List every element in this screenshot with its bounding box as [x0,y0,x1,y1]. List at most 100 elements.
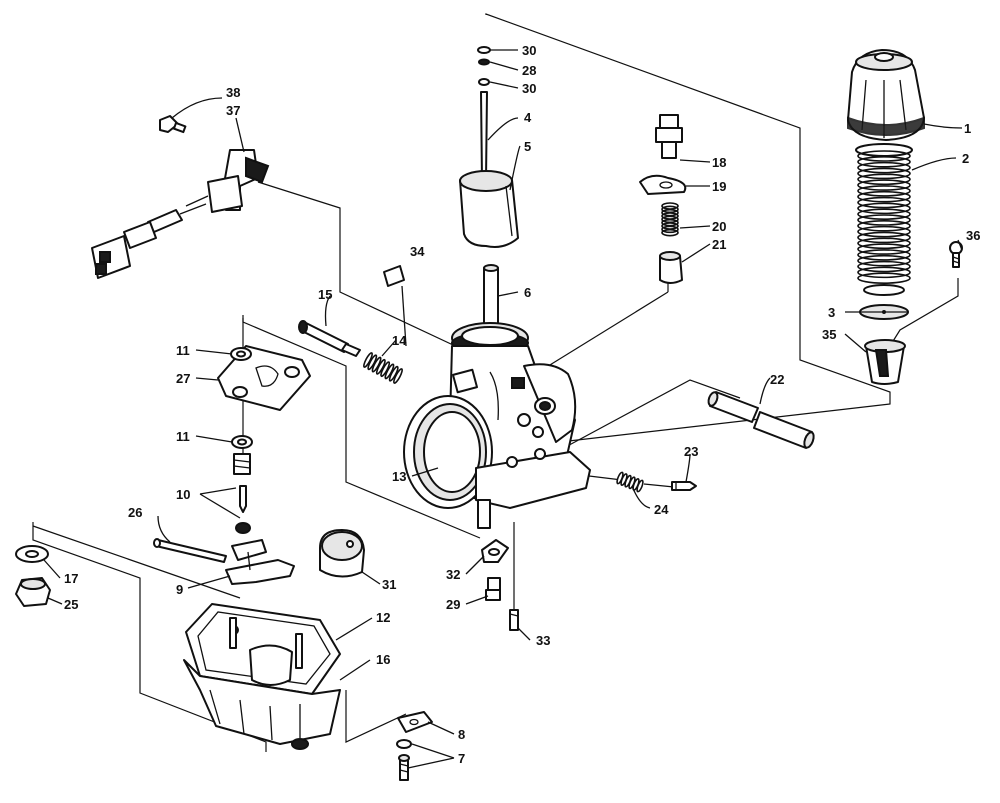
part-11-washer-lower [231,435,253,449]
part-33-needle [509,609,519,631]
part-15-choke-plunger [298,320,361,357]
spring-2-coil [857,220,911,232]
spring-14-coil [363,352,373,368]
spring-2-coil [857,196,911,209]
callout-21: 21 [712,237,726,252]
part-31-float [319,529,365,578]
spring-2-coil [857,266,911,279]
spring-2-coil [857,249,911,261]
spring-2-coil [857,161,911,174]
callout-7: 7 [458,751,465,766]
callout-12: 12 [376,610,390,625]
callout-24: 24 [654,502,669,517]
spring-14-coil [380,361,391,378]
leader-lines [43,49,963,769]
spring-2-coil [857,167,911,180]
spring-2-coil [857,173,911,186]
callout-22: 22 [770,372,784,387]
callout-1: 1 [964,121,971,136]
callout-11-upper: 11 [176,343,190,358]
callout-33: 33 [536,633,550,648]
callout-8: 8 [458,727,465,742]
callout-4: 4 [524,110,532,125]
spring-2-coil [857,243,911,255]
spring-2-coil [857,260,911,273]
part-5-throttle-valve [459,170,519,248]
spring-14-coil [388,365,399,382]
part-8-bracket [397,711,433,733]
callout-14: 14 [392,333,407,348]
callout-19: 19 [712,179,726,194]
spring-14-coil [393,368,403,384]
callout-28: 28 [522,63,536,78]
spring-20-coil [661,228,679,237]
spring-2-coil [857,190,911,203]
callout-32: 32 [446,567,460,582]
callout-16: 16 [376,652,390,667]
spring-2-coil [857,179,911,191]
callout-31: 31 [382,577,396,592]
callout-30-lower: 30 [522,81,536,96]
part-9-float-arm [225,539,295,585]
callout-26: 26 [128,505,142,520]
part-10-needle-valve [233,453,251,534]
part-38-screw [159,115,187,134]
spring-14-coil [371,356,382,373]
spring-2-coil [857,254,911,267]
part-27-plate [217,345,311,411]
part-32-washer [481,539,509,563]
callout-35: 35 [822,327,836,342]
part-14-choke-spring [363,352,403,384]
part-17-drain-washer [15,545,49,563]
part-2-spring [855,143,913,296]
spring-14-coil [367,354,378,371]
part-22-hose [707,391,815,449]
spring-2-coil [857,272,911,284]
callout-18: 18 [712,155,726,170]
part-1-top-cap [847,49,925,141]
callout-15: 15 [318,287,332,302]
part-37-choke-cable [91,149,270,279]
callout-5: 5 [524,139,531,154]
spring-2-coil [857,156,911,168]
callout-30-upper: 30 [522,43,536,58]
part-25-drain-plug [15,577,51,607]
part-23-idle-screw [671,481,697,491]
spring-2-coil [857,185,911,197]
callout-9: 9 [176,582,183,597]
callout-13: 13 [392,469,406,484]
callout-11-lower: 11 [176,429,190,444]
callout-20: 20 [712,219,726,234]
callout-labels: 1 2 3 4 5 6 7 8 9 10 11 11 12 13 14 15 1… [64,43,980,766]
spring-2-coil [857,231,911,244]
callout-25: 25 [64,597,78,612]
callout-34: 34 [410,244,425,259]
spring-20-coil [661,225,679,234]
callout-10: 10 [176,487,190,502]
part-36-screw [949,241,963,268]
part-26-float-pin [153,538,227,563]
spring-2-coil [857,150,911,162]
part-30-28-clips [477,46,491,86]
part-29-main-jet [485,577,501,601]
callout-36: 36 [966,228,980,243]
callout-29: 29 [446,597,460,612]
callout-2: 2 [962,151,969,166]
spring-2-coil [857,208,911,220]
callout-17: 17 [64,571,78,586]
callout-23: 23 [684,444,698,459]
part-24-idle-spring [616,471,644,493]
part-21-cap [659,251,683,284]
part-35-slide-holder [864,339,906,385]
part-7-screw [396,739,412,781]
spring-2-coil [857,202,911,215]
callout-27: 27 [176,371,190,386]
part-20-spring [661,202,679,237]
part-34-cap [383,265,405,287]
spring-24-coil [636,479,644,493]
part-18-pilot-jet [655,114,683,159]
callout-6: 6 [524,285,531,300]
callout-38: 38 [226,85,240,100]
part-4-jet-needle [480,91,488,181]
